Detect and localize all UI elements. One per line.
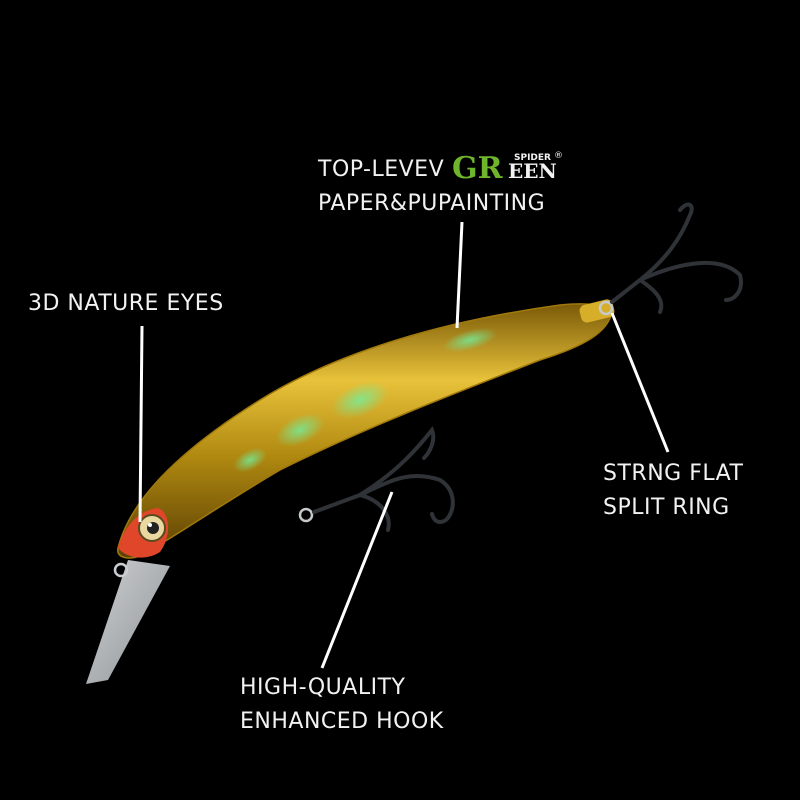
label-eyes: 3D NATURE EYES — [28, 291, 224, 316]
eye-glint — [148, 523, 152, 527]
diving-lip — [86, 560, 170, 684]
callout-line-ring — [610, 312, 670, 453]
logo-sub: SPIDER — [514, 153, 551, 163]
label-hook-line1: HIGH-QUALITY — [240, 675, 406, 700]
callout-line-paint — [455, 221, 464, 329]
holo-flash — [331, 381, 389, 419]
holo-flash — [442, 327, 498, 353]
label-ring-line1: STRNG FLAT — [603, 461, 744, 486]
label-top-line2: PAPER&PUPAINTING — [318, 191, 546, 216]
lure-body — [117, 303, 613, 559]
belly-treble-hook-icon — [298, 426, 455, 532]
tail-treble-hook-icon — [598, 202, 743, 316]
holo-flash — [275, 413, 325, 447]
logo-initials: GR — [452, 151, 504, 184]
label-top-line1: TOP-LEVEV — [318, 157, 445, 182]
label-ring-line2: SPLIT RING — [603, 495, 730, 520]
logo-name: EEN — [508, 159, 557, 183]
greenspider-logo: GR EEN SPIDER ® — [452, 151, 563, 184]
label-hook-line2: ENHANCED HOOK — [240, 709, 444, 734]
callout-line-hook — [320, 491, 394, 669]
tail-connector — [579, 299, 615, 323]
callout-line-eyes — [138, 325, 144, 523]
holo-flash — [233, 447, 267, 473]
logo-registered-mark: ® — [554, 151, 563, 161]
nose-ring — [113, 562, 129, 578]
